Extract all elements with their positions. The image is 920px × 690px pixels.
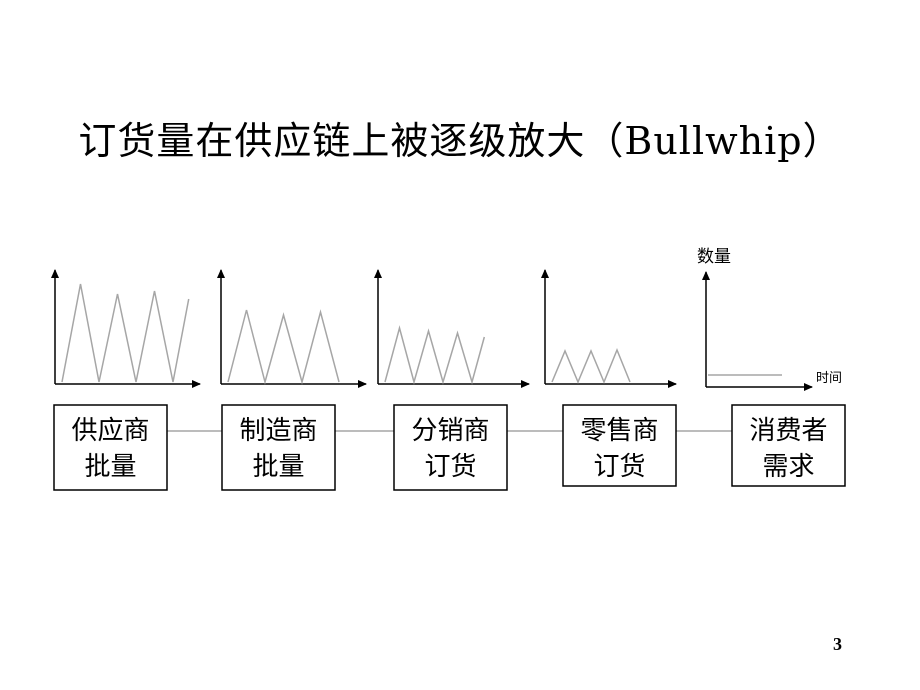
page-number: 3 <box>833 634 842 654</box>
stage-name: 零售商 <box>580 416 658 446</box>
stage-charts <box>51 269 813 391</box>
x-axis-arrow-icon <box>192 380 201 388</box>
chart-distributor <box>374 269 530 388</box>
stage-metric: 批量 <box>84 452 136 482</box>
order-signal-line <box>384 325 486 385</box>
stage-box-frame <box>562 404 677 487</box>
stage-name: 制造商 <box>239 416 317 446</box>
stage-name: 消费者 <box>749 416 827 446</box>
x-axis-arrow-icon <box>521 380 530 388</box>
y-axis-arrow-icon <box>541 269 549 278</box>
order-signal-line <box>551 348 631 384</box>
stage-box-frame <box>393 404 508 491</box>
chart-manufacturer <box>217 269 367 388</box>
x-axis-arrow-icon <box>668 380 677 388</box>
stage-name: 分销商 <box>411 416 489 446</box>
stage-metric: 订货 <box>424 452 476 482</box>
chart-retailer <box>541 269 677 388</box>
y-axis-label: 数量 <box>697 247 731 267</box>
x-axis-arrow-icon <box>804 383 813 391</box>
y-axis-arrow-icon <box>374 269 382 278</box>
order-signal-line <box>227 309 340 385</box>
y-axis-arrow-icon <box>702 271 710 280</box>
chart-consumer <box>702 271 813 391</box>
slide-title: 订货量在供应链上被逐级放大（Bullwhip） <box>78 119 842 163</box>
stage-box-frame <box>221 404 336 491</box>
stage-box-frame <box>53 404 168 491</box>
stage-metric: 需求 <box>762 452 814 482</box>
chart-supplier <box>51 269 201 388</box>
y-axis-arrow-icon <box>51 269 59 278</box>
stage-box-frame <box>731 404 846 487</box>
stage-metric: 订货 <box>593 452 645 482</box>
x-axis-label: 时间 <box>816 371 842 386</box>
order-signal-line <box>61 283 190 383</box>
y-axis-arrow-icon <box>217 269 225 278</box>
x-axis-arrow-icon <box>358 380 367 388</box>
stage-name: 供应商 <box>71 416 149 446</box>
stage-metric: 批量 <box>252 452 304 482</box>
